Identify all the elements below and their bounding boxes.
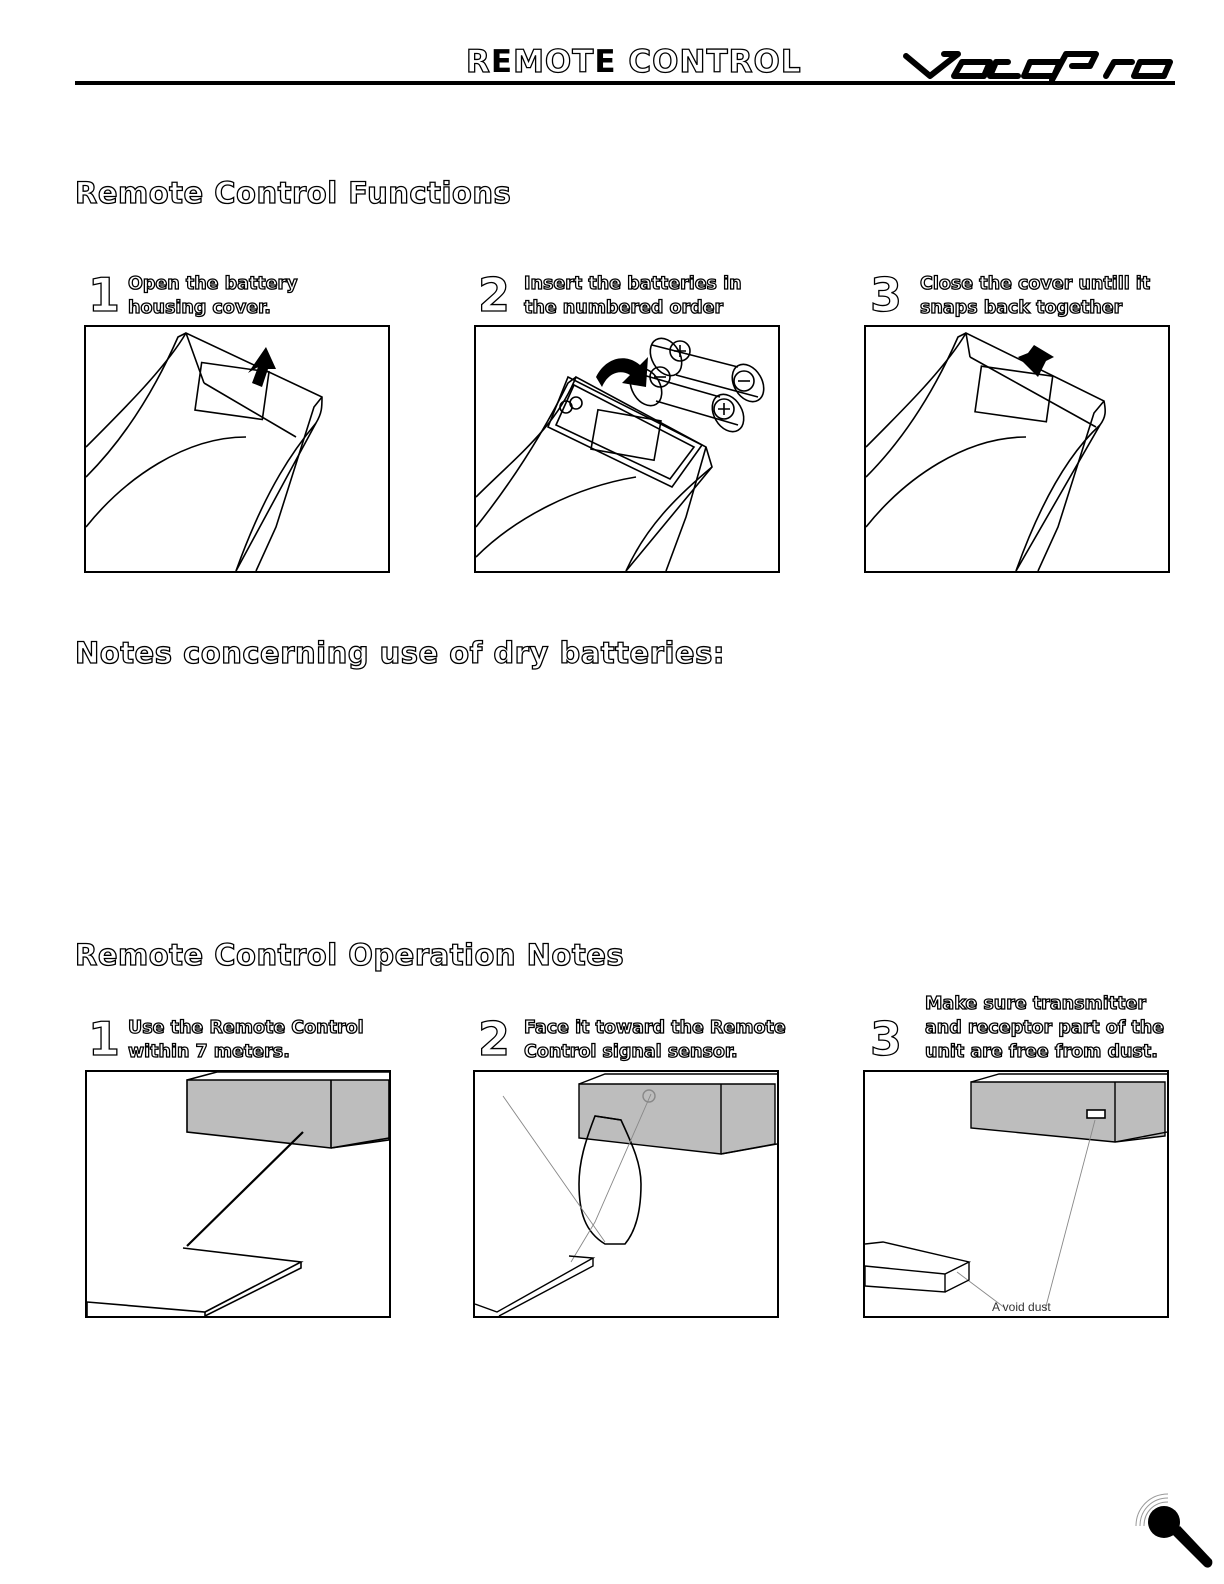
step-instruction: Face it toward the Remote Control signal… [523, 1017, 786, 1062]
illustration-close-cover [864, 325, 1170, 573]
step-instruction: Close the cover untill it snaps back tog… [919, 273, 1151, 318]
illustration-insert-batteries [474, 325, 780, 573]
step-instruction: Open the battery housing cover. [127, 273, 298, 318]
header-rule [75, 81, 1175, 85]
step-number: 3 [869, 268, 903, 322]
step-number: 2 [477, 268, 511, 322]
step-instruction: Insert the batteries in the numbered ord… [523, 273, 742, 318]
step-number: 2 [477, 1012, 511, 1066]
avoid-dust-label: A void dust [992, 1300, 1051, 1314]
step-instruction: Make sure transmitter and receptor part … [924, 993, 1165, 1062]
microphone-icon [1135, 1493, 1213, 1568]
step-number: 3 [869, 1012, 903, 1066]
section-heading-functions: Remote Control Functions [74, 175, 512, 210]
illustration-open-cover [84, 325, 390, 573]
vocopro-logo [903, 51, 1173, 82]
step-number: 1 [87, 1012, 121, 1066]
page-title: REMOTE CONTROL [465, 43, 802, 80]
illustration-free-from-dust [863, 1070, 1169, 1318]
illustration-face-sensor [473, 1070, 779, 1318]
step-number: 1 [87, 268, 121, 322]
section-heading-operation: Remote Control Operation Notes [74, 937, 625, 972]
step-instruction: Use the Remote Control within 7 meters. [127, 1017, 364, 1062]
section-heading-notes: Notes concerning use of dry batteries: [74, 635, 725, 670]
illustration-within-range [85, 1070, 391, 1318]
